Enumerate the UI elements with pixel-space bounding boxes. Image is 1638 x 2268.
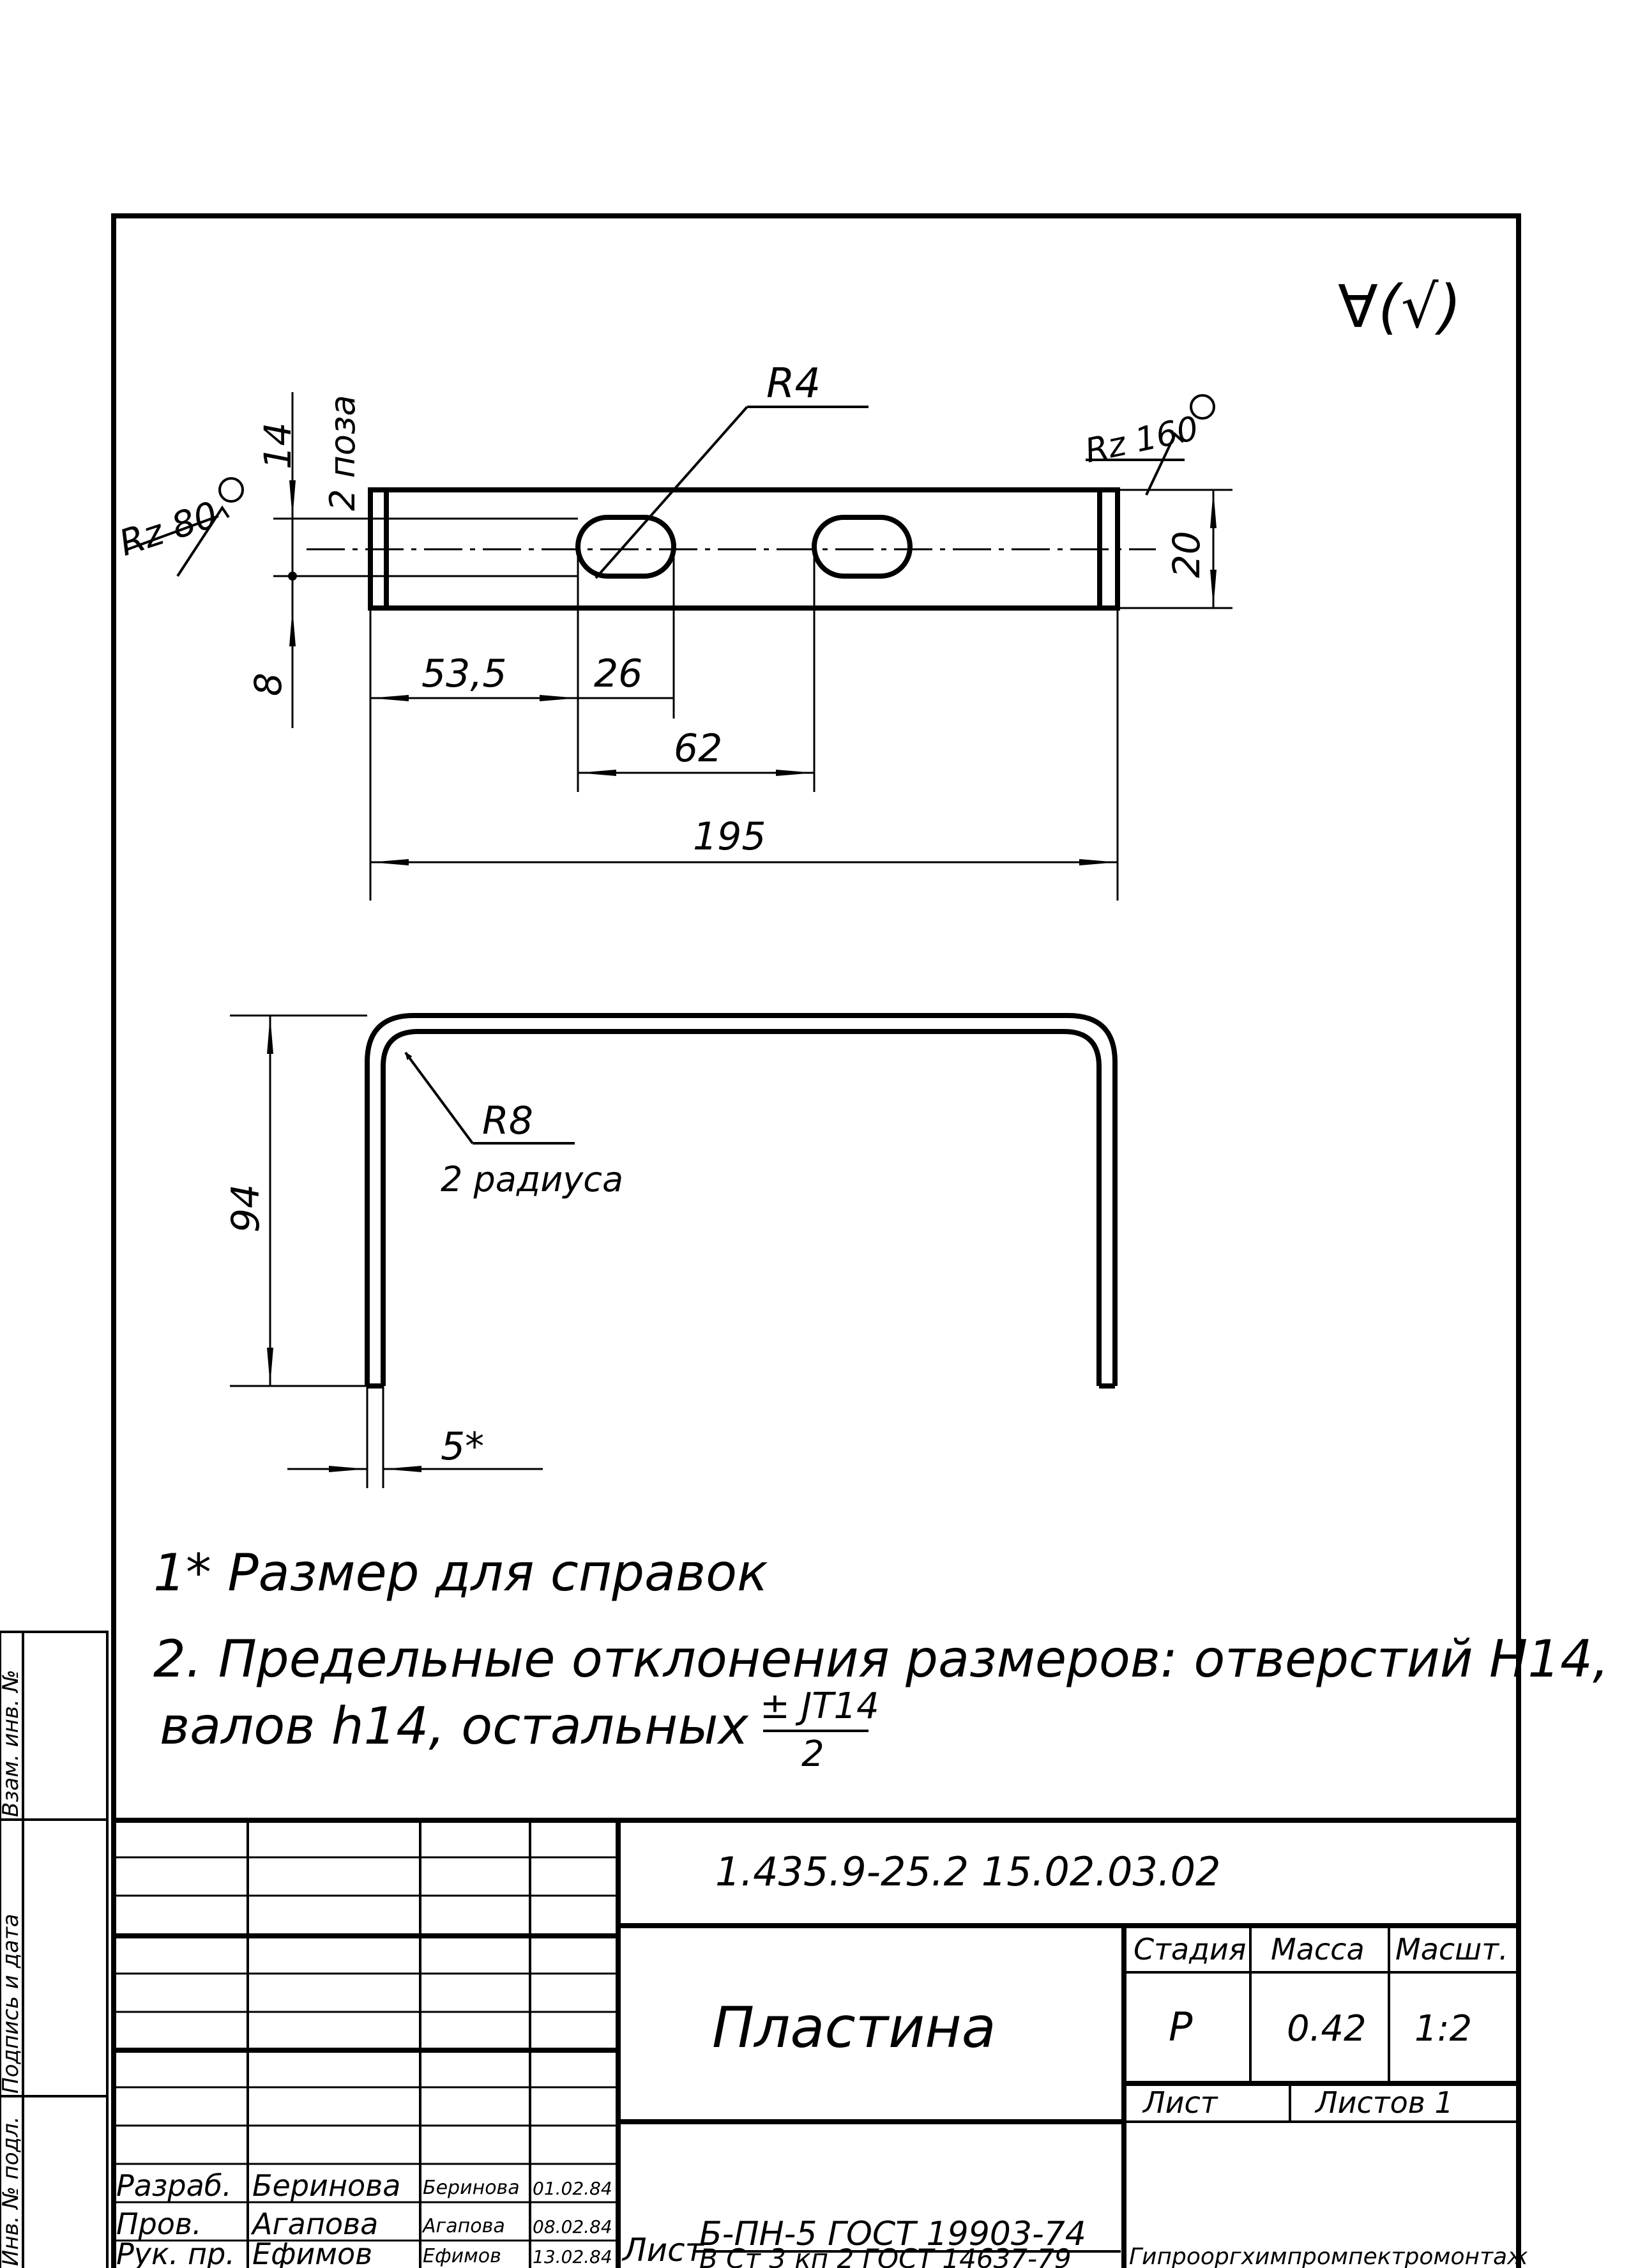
stamp-podpis-data: Подпись и дата <box>0 1914 24 2094</box>
label-r4: R4 <box>766 360 821 407</box>
dim-2-poza: 2 поза <box>322 395 363 511</box>
material-bottom: В Ст 3 кп 2 ГОСТ 14637-79 <box>699 2243 1072 2268</box>
note-fraction-num: ± JT14 <box>760 1686 879 1727</box>
dim-20: 20 <box>1165 531 1208 578</box>
roughness-right: Rz 160 <box>1082 409 1202 471</box>
label-2-radiusa: 2 радиуса <box>441 1159 623 1199</box>
sheet-label: Лист <box>1142 2085 1218 2120</box>
date-1: 01.02.84 <box>533 2178 612 2199</box>
sign-2: Агапова <box>421 2215 505 2237</box>
stamp-inv-podl: Инв. № подл. <box>0 2116 24 2266</box>
sheets-label: Листов 1 <box>1314 2085 1453 2120</box>
dim-26: 26 <box>594 651 642 696</box>
side-view: 94 R8 2 радиуса 5* <box>224 1013 1118 1488</box>
roughness-general-symbol: ∀(√) <box>1338 273 1461 341</box>
part-name: Пластина <box>712 1995 996 2060</box>
material-prefix: Лист <box>621 2232 705 2268</box>
side-stamp: Взам. инв. № Подпись и дата Инв. № подл. <box>0 1631 109 2268</box>
mass-value: 0.42 <box>1287 2008 1367 2050</box>
organization: Гипрооргхимпромпектромонтаж <box>1129 2244 1528 2268</box>
doc-number: 1.435.9-25.2 15.02.03.02 <box>715 1848 1220 1895</box>
scale-header: Масшт. <box>1395 1932 1508 1967</box>
material-top: Б-ПН-5 ГОСТ 19903-74 <box>699 2215 1086 2253</box>
scale-value: 1:2 <box>1414 2008 1472 2050</box>
date-2: 08.02.84 <box>533 2216 612 2237</box>
sign-3: Ефимов <box>423 2245 501 2267</box>
name-2: Агапова <box>250 2207 378 2241</box>
sign-1: Беринова <box>423 2177 520 2199</box>
note-line-2a: 2. Предельные отклонения размеров: отвер… <box>153 1629 1609 1689</box>
note-fraction-den: 2 <box>801 1733 824 1775</box>
title-block: Разраб. Беринова Беринова 01.02.84 Пров.… <box>114 1818 1528 2268</box>
drawing-frame <box>111 213 1521 2268</box>
stamp-vzam-inv: Взам. инв. № <box>0 1670 24 1817</box>
bent-plate-outer <box>365 1013 1118 1386</box>
dim-62: 62 <box>674 726 722 771</box>
label-r8: R8 <box>482 1099 533 1143</box>
note-line-1: 1* Размер для справок <box>153 1543 768 1602</box>
note-line-2b: валов h14, остальных <box>160 1696 749 1756</box>
slot-left <box>575 515 676 579</box>
role-1: Разраб. <box>116 2168 232 2203</box>
dim-94: 94 <box>224 1184 268 1233</box>
dim-14: 14 <box>256 422 300 469</box>
name-1: Беринова <box>252 2168 400 2203</box>
bent-plate-inner <box>381 1029 1102 1386</box>
stage-value: Р <box>1169 2004 1193 2050</box>
dim-5: 5* <box>441 1424 484 1469</box>
name-3: Ефимов <box>252 2237 372 2268</box>
mass-header: Масса <box>1271 1932 1365 1967</box>
role-2: Пров. <box>116 2207 202 2241</box>
role-3: Рук. пр. <box>116 2237 235 2268</box>
stage-header: Стадия <box>1134 1932 1246 1967</box>
top-view: R4 Rz 80 Rz 160 14 2 поза 8 20 5 <box>114 360 1232 901</box>
notes: 1* Размер для справок 2. Предельные откл… <box>153 1543 1609 1775</box>
roughness-left: Rz 80 <box>114 494 223 564</box>
dim-8: 8 <box>246 673 290 696</box>
dim-53-5: 53,5 <box>421 651 507 696</box>
dim-195: 195 <box>693 814 766 859</box>
date-3: 13.02.84 <box>533 2246 612 2267</box>
slot-right <box>812 515 913 579</box>
